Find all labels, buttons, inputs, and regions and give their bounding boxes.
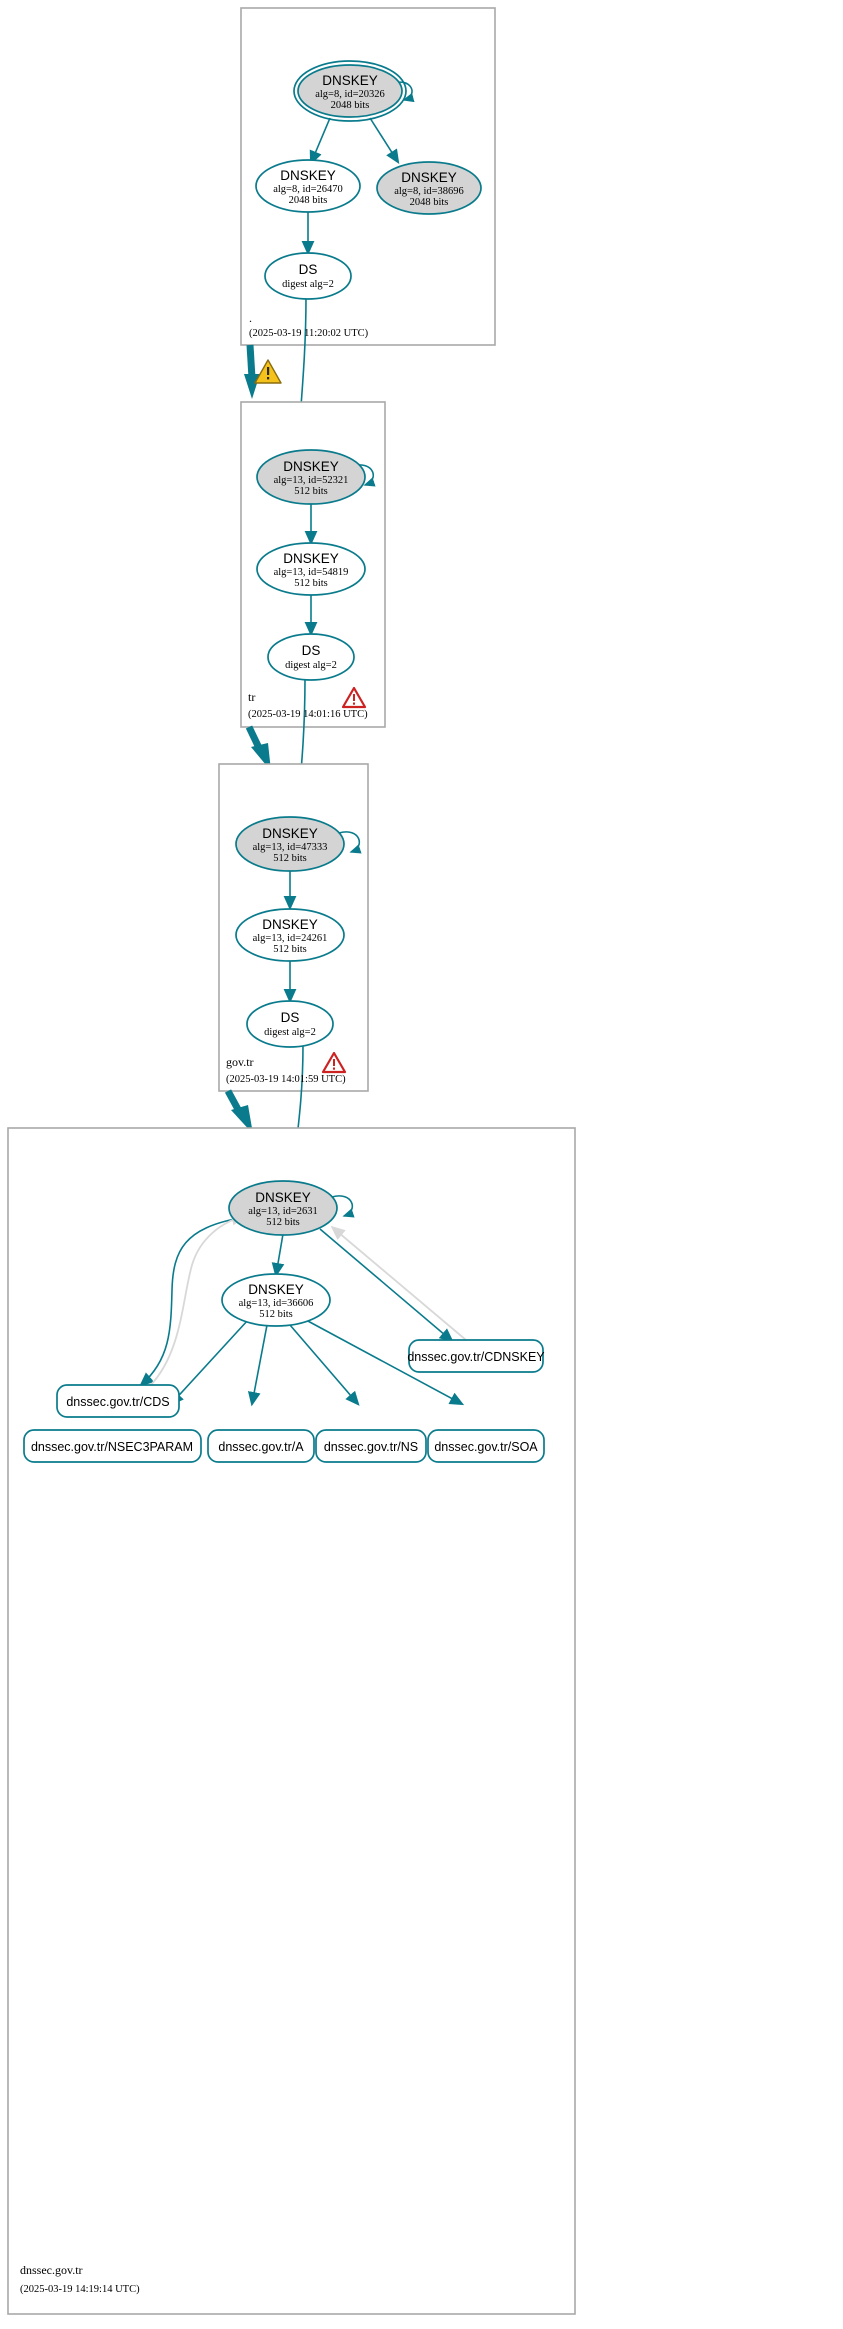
zone-timestamp-root: (2025-03-19 11:20:02 UTC) (249, 328, 369, 339)
rrset-cds[interactable]: dnssec.gov.tr/CDS (56, 1384, 180, 1418)
rrset-ns[interactable]: dnssec.gov.tr/NS (315, 1429, 427, 1463)
zone-label-dnssecgovtr: dnssec.gov.tr (20, 2263, 83, 2277)
zone-timestamp-dnssecgovtr: (2025-03-19 14:19:14 UTC) (20, 2284, 140, 2295)
node-tr-zsk-type: DNSKEY (283, 551, 339, 566)
node-tr-ds-type: DS (302, 643, 321, 658)
node-govtr-zsk-params: alg=13, id=24261 (253, 933, 328, 944)
node-root-ds-params: digest alg=2 (282, 279, 334, 290)
node-root-ds[interactable]: DS digest alg=2 (264, 252, 352, 300)
node-govtr-zsk[interactable]: DNSKEY alg=13, id=24261 512 bits (235, 908, 345, 962)
node-tr-ds-params: digest alg=2 (285, 660, 337, 671)
edge-leaf-zsk-to-soa (305, 1319, 465, 1406)
node-leaf-ksk[interactable]: DNSKEY alg=13, id=2631 512 bits (228, 1180, 338, 1236)
node-govtr-zsk-type: DNSKEY (262, 917, 318, 932)
edge-leaf-ksk-selfsign (331, 1195, 355, 1218)
rrset-cdnskey-label: dnssec.gov.tr/CDNSKEY (407, 1350, 545, 1364)
node-root-ksk-type: DNSKEY (322, 73, 378, 88)
node-leaf-zsk-params: alg=13, id=36606 (239, 1298, 314, 1309)
node-root-ds-type: DS (299, 262, 318, 277)
edge-root-ksk-to-zsk (309, 117, 331, 166)
node-root-zsk-type: DNSKEY (280, 168, 336, 183)
edge-leaf-ksk-to-cdnskey (319, 1228, 454, 1343)
node-root-ksk[interactable]: DNSKEY alg=8, id=20326 2048 bits (293, 60, 407, 122)
rrset-soa[interactable]: dnssec.gov.tr/SOA (427, 1429, 545, 1463)
edge-leaf-zsk-to-nsec3param (169, 1319, 249, 1406)
zone-label-root: . (249, 311, 252, 325)
node-govtr-ksk-type: DNSKEY (262, 826, 318, 841)
rrset-cdnskey[interactable]: dnssec.gov.tr/CDNSKEY (407, 1339, 545, 1373)
node-root-altkey-params: alg=8, id=38696 (394, 186, 464, 197)
node-root-zsk-params: alg=8, id=26470 (273, 184, 343, 195)
node-govtr-ksk-size: 512 bits (273, 853, 307, 864)
node-root-ksk-size: 2048 bits (331, 100, 370, 111)
node-tr-ds[interactable]: DS digest alg=2 (267, 633, 355, 681)
rrset-nsec3param-label: dnssec.gov.tr/NSEC3PARAM (31, 1440, 193, 1454)
edge-cdnskey-to-leaf-ksk (330, 1225, 467, 1341)
rrset-ns-label: dnssec.gov.tr/NS (324, 1440, 418, 1454)
edge-govtr-ksk-selfsign (338, 831, 362, 854)
node-leaf-zsk-type: DNSKEY (248, 1282, 304, 1297)
node-tr-ksk[interactable]: DNSKEY alg=13, id=52321 512 bits (256, 449, 366, 505)
node-govtr-ds-type: DS (281, 1010, 300, 1025)
node-tr-ksk-params: alg=13, id=52321 (274, 475, 349, 486)
warning-triangle-icon[interactable] (254, 359, 282, 384)
edge-root-ksk-to-altkey (369, 117, 400, 165)
node-root-zsk-size: 2048 bits (289, 195, 328, 206)
node-tr-zsk-size: 512 bits (294, 578, 328, 589)
delegation-govtr-to-dnssecgovtr (224, 1089, 253, 1134)
zone-timestamp-govtr: (2025-03-19 14:01:59 UTC) (226, 1074, 346, 1085)
edge-leaf-ksk-to-zsk (271, 1233, 285, 1278)
error-triangle-icon-govtr[interactable] (321, 1051, 347, 1074)
node-root-altkey-size: 2048 bits (410, 197, 449, 208)
node-leaf-ksk-type: DNSKEY (255, 1190, 311, 1205)
node-govtr-ksk[interactable]: DNSKEY alg=13, id=47333 512 bits (235, 816, 345, 872)
node-root-ksk-params: alg=8, id=20326 (315, 89, 385, 100)
error-triangle-icon-tr[interactable] (341, 686, 367, 709)
node-root-altkey-type: DNSKEY (401, 170, 457, 185)
rrset-a-label: dnssec.gov.tr/A (218, 1440, 304, 1454)
node-root-altkey[interactable]: DNSKEY alg=8, id=38696 2048 bits (376, 161, 482, 215)
edge-leaf-ksk-to-cds (139, 1217, 241, 1387)
node-govtr-ksk-params: alg=13, id=47333 (253, 842, 328, 853)
node-tr-ksk-size: 512 bits (294, 486, 328, 497)
edge-cds-to-leaf-ksk (149, 1213, 246, 1387)
rrset-nsec3param[interactable]: dnssec.gov.tr/NSEC3PARAM (23, 1429, 202, 1463)
node-root-zsk[interactable]: DNSKEY alg=8, id=26470 2048 bits (255, 159, 361, 213)
node-leaf-ksk-params: alg=13, id=2631 (248, 1206, 318, 1217)
rrset-a[interactable]: dnssec.gov.tr/A (207, 1429, 315, 1463)
zone-label-tr: tr (248, 690, 255, 704)
rrset-soa-label: dnssec.gov.tr/SOA (434, 1440, 538, 1454)
zone-timestamp-tr: (2025-03-19 14:01:16 UTC) (248, 709, 368, 720)
node-govtr-ds[interactable]: DS digest alg=2 (246, 1000, 334, 1048)
node-govtr-ds-params: digest alg=2 (264, 1027, 316, 1038)
node-tr-zsk-params: alg=13, id=54819 (274, 567, 349, 578)
node-tr-zsk[interactable]: DNSKEY alg=13, id=54819 512 bits (256, 542, 366, 596)
edge-leaf-zsk-to-ns (289, 1324, 360, 1406)
edge-leaf-zsk-to-a (247, 1324, 268, 1407)
node-tr-ksk-type: DNSKEY (283, 459, 339, 474)
node-leaf-ksk-size: 512 bits (266, 1217, 300, 1228)
zone-label-govtr: gov.tr (226, 1055, 254, 1069)
node-leaf-zsk-size: 512 bits (259, 1309, 293, 1320)
node-leaf-zsk[interactable]: DNSKEY alg=13, id=36606 512 bits (221, 1273, 331, 1327)
node-govtr-zsk-size: 512 bits (273, 944, 307, 955)
delegation-root-to-tr (244, 344, 260, 399)
rrset-cds-label: dnssec.gov.tr/CDS (66, 1395, 169, 1409)
